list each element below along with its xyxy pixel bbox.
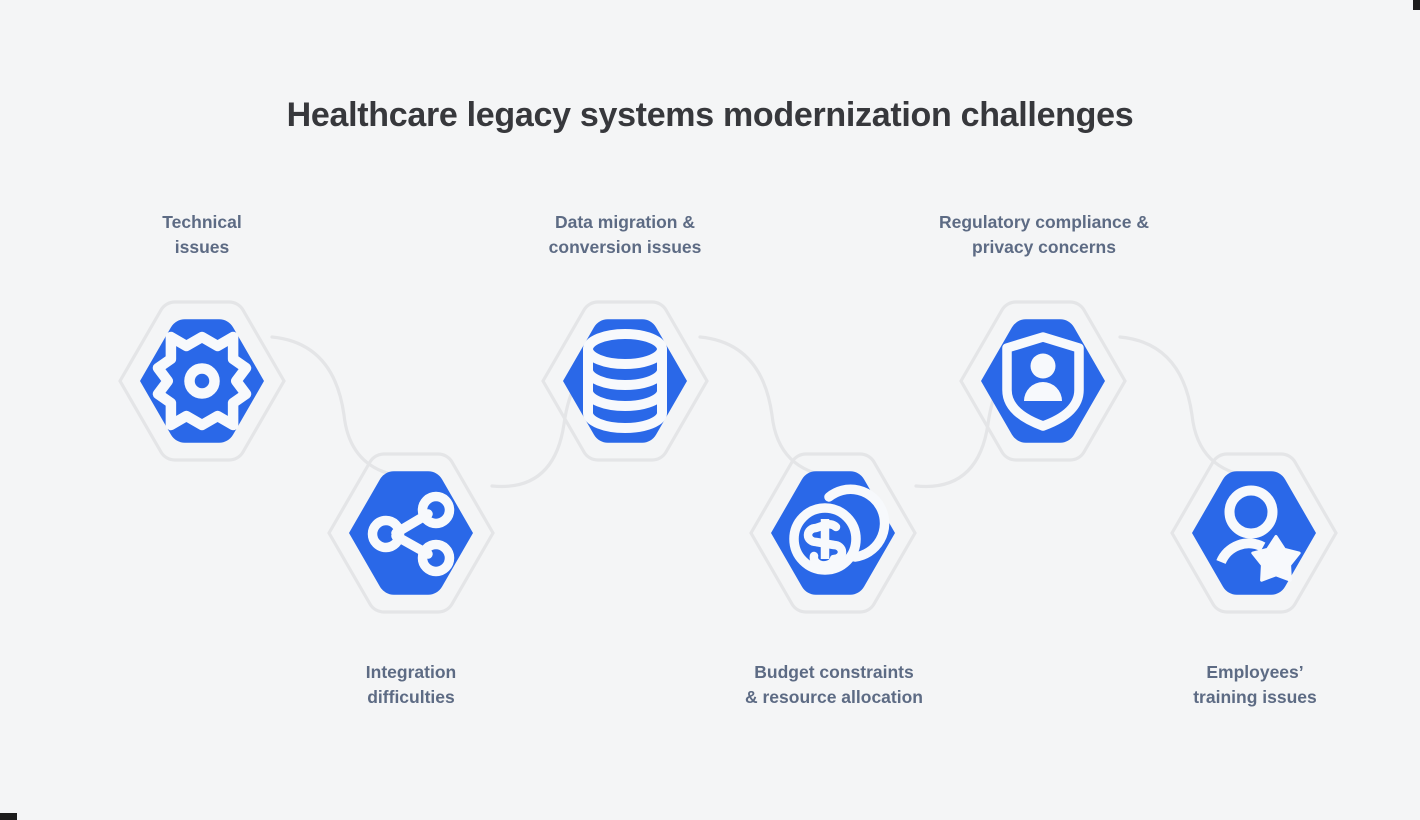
label-regulatory-compliance: Regulatory compliance & privacy concerns: [938, 212, 1150, 257]
label-integration-difficulties: Integration difficulties: [365, 662, 457, 707]
label-budget-constraints: Budget constraints & resource allocation: [745, 662, 923, 707]
node-budget-constraints[interactable]: [771, 471, 895, 595]
shield-person-icon: [1002, 332, 1084, 431]
node-integration-difficulties[interactable]: [349, 471, 473, 595]
label-technical-issues: Technical issues: [162, 212, 242, 257]
node-technical-issues[interactable]: [140, 319, 264, 443]
hex-fill-integration-difficulties: [349, 471, 473, 595]
label-data-migration: Data migration & conversion issues: [548, 212, 702, 257]
corner-artifact-bottom-left: [0, 813, 17, 820]
gear-icon: [152, 331, 252, 431]
database-icon: [583, 329, 667, 433]
corner-artifact-top-right: [1413, 0, 1420, 10]
node-regulatory-compliance[interactable]: [981, 319, 1105, 443]
coins-dollar-icon: [789, 484, 890, 575]
label-employees-training: Employees’ training issues: [1193, 662, 1317, 707]
share-nodes-icon: [367, 491, 455, 577]
person-star-icon: [1216, 485, 1301, 582]
page-title: Healthcare legacy systems modernization …: [286, 96, 1134, 134]
node-employees-training[interactable]: [1192, 471, 1316, 595]
node-data-migration[interactable]: [563, 319, 687, 443]
connector-links: [270, 335, 1256, 489]
